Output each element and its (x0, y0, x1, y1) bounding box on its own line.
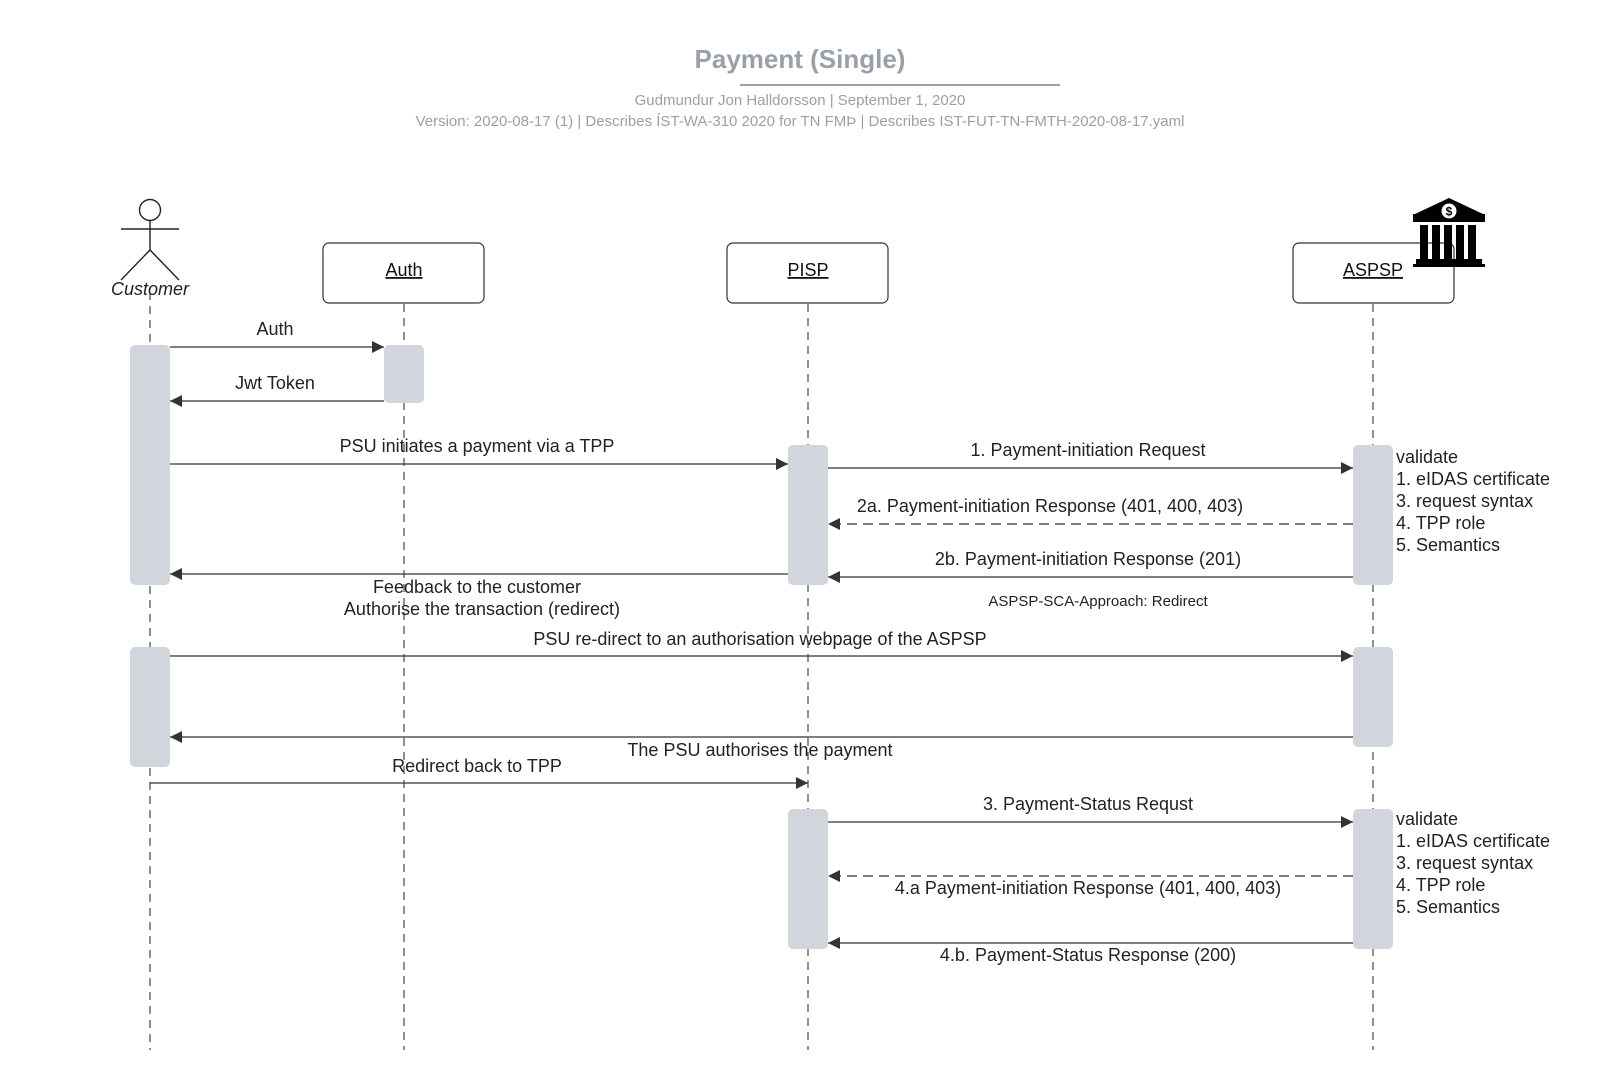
participant-pisp: PISP (726, 242, 889, 304)
svg-text:$: $ (1446, 205, 1453, 219)
msg-feedback-label-1: Feedback to the customer (373, 577, 581, 597)
validate-note-2-line: 3. request syntax (1396, 853, 1533, 873)
msg-2a-response-label: 2a. Payment-initiation Response (401, 40… (857, 496, 1243, 516)
activation-aspsp-3 (1353, 809, 1393, 949)
auth-label: Auth (385, 260, 422, 280)
validate-note-1-line: 4. TPP role (1396, 513, 1485, 533)
msg-4a-response-label: 4.a Payment-initiation Response (401, 40… (895, 878, 1281, 898)
activation-customer-2 (130, 647, 170, 767)
activations (130, 345, 1393, 949)
msg-2b-response-label: 2b. Payment-initiation Response (201) (935, 549, 1241, 569)
customer-label: Customer (111, 279, 190, 299)
msg-auth-label: Auth (256, 319, 293, 339)
activation-customer-1 (130, 345, 170, 585)
msg-jwt-token-label: Jwt Token (235, 373, 315, 393)
validate-note-1-line: 5. Semantics (1396, 535, 1500, 555)
pisp-label: PISP (787, 260, 828, 280)
validate-note-2-line: validate (1396, 809, 1458, 829)
validate-note-1-line: 3. request syntax (1396, 491, 1533, 511)
stick-figure-icon (120, 198, 180, 281)
participant-auth: Auth (322, 242, 485, 304)
pisp-box (726, 242, 889, 304)
msg-psu-redirect-label: PSU re-direct to an authorisation webpag… (533, 629, 986, 649)
diagram-version: Version: 2020-08-17 (1) | Describes ÍST-… (415, 113, 1185, 130)
validate-note-1: validate 1. eIDAS certificate 3. request… (1396, 447, 1550, 555)
messages (150, 341, 1353, 949)
msg-psu-initiates-label: PSU initiates a payment via a TPP (340, 436, 615, 456)
msg-1-request-label: 1. Payment-initiation Request (970, 440, 1205, 460)
validate-note-2-line: 4. TPP role (1396, 875, 1485, 895)
bank-icon: $ (1413, 198, 1485, 267)
validate-note-2-line: 5. Semantics (1396, 897, 1500, 917)
activation-pisp-1 (788, 445, 828, 585)
diagram-author-date: Gudmundur Jon Halldorsson | September 1,… (634, 92, 966, 109)
msg-3-request-label: 3. Payment-Status Requst (983, 794, 1193, 814)
validate-note-1-line: 1. eIDAS certificate (1396, 469, 1550, 489)
validate-note-2-line: 1. eIDAS certificate (1396, 831, 1550, 851)
activation-aspsp-1 (1353, 445, 1393, 585)
auth-box (322, 242, 485, 304)
msg-feedback-label-2: Authorise the transaction (redirect) (344, 599, 620, 619)
validate-note-2: validate 1. eIDAS certificate 3. request… (1396, 809, 1550, 917)
msg-psu-authorises-label: The PSU authorises the payment (627, 740, 892, 760)
customer-actor: Customer (111, 198, 190, 299)
activation-auth (384, 345, 424, 403)
sca-approach-label: ASPSP-SCA-Approach: Redirect (988, 593, 1208, 610)
participant-aspsp: ASPSP (1292, 242, 1455, 304)
message-labels: Auth Jwt Token PSU initiates a payment v… (235, 319, 1281, 965)
activation-pisp-2 (788, 809, 828, 949)
diagram-title: Payment (Single) (694, 44, 906, 74)
msg-redirect-back-label: Redirect back to TPP (392, 756, 562, 776)
activation-aspsp-2 (1353, 647, 1393, 747)
msg-4b-response-label: 4.b. Payment-Status Response (200) (940, 945, 1236, 965)
aspsp-label: ASPSP (1343, 260, 1403, 280)
lifelines (149, 292, 1374, 1050)
title-underline (740, 84, 1060, 86)
validate-note-1-line: validate (1396, 447, 1458, 467)
aspsp-box (1292, 242, 1455, 304)
